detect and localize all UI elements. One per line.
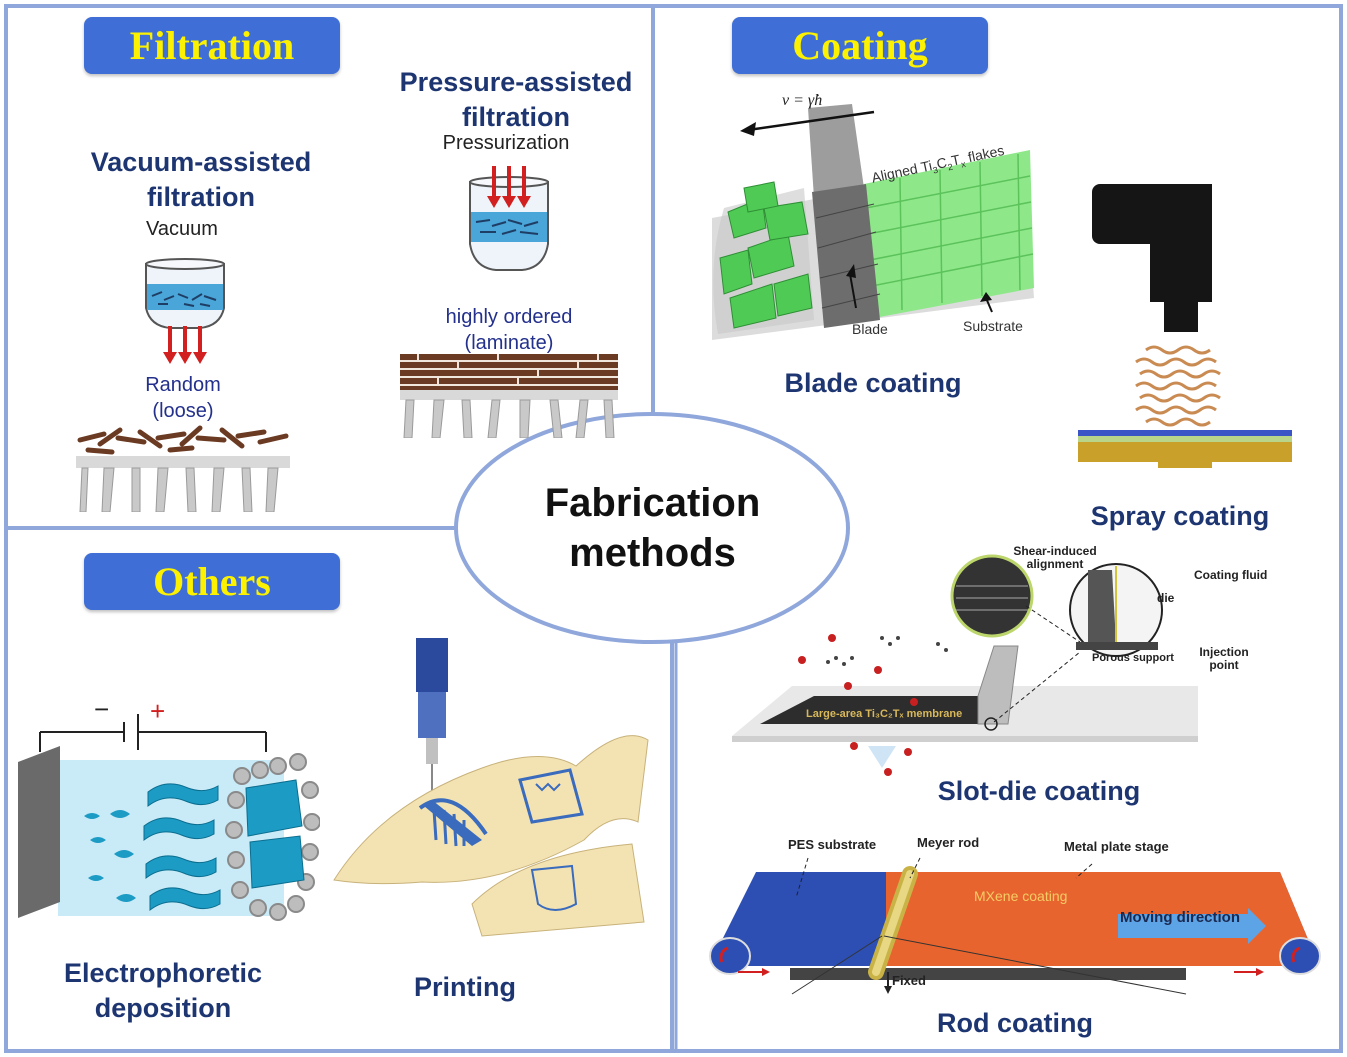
electrophoretic-deposition-illustration (18, 714, 320, 921)
substrate-tag: Substrate (963, 318, 1023, 334)
vacuum-title-line2: filtration (147, 182, 255, 212)
electrophoretic-label: Electrophoretic deposition (40, 956, 286, 1026)
others-banner-text: Others (153, 559, 271, 604)
vacuum-result-line2: (loose) (152, 400, 214, 422)
moving-direction-label: Moving direction (1120, 909, 1240, 926)
blade-coating-illustration (712, 104, 1034, 340)
pressure-title-line1: Pressure-assisted (399, 67, 633, 97)
porous-support-label: Porous support (1092, 652, 1174, 664)
pressure-result: highly ordered (laminate) (420, 304, 598, 356)
vacuum-caption: Vacuum (146, 218, 218, 240)
center-ellipse (454, 412, 850, 644)
vacuum-filtration-title: Vacuum-assisted filtration (70, 145, 332, 215)
minus-sign: − (94, 694, 110, 724)
vacuum-funnel-icon (145, 258, 225, 364)
printing-label: Printing (414, 972, 516, 1002)
fixed-label: Fixed (892, 973, 926, 988)
shear-line2: alignment (1026, 557, 1084, 571)
membrane-label: Large-area Ti₃C₂Tₓ membrane (806, 708, 963, 720)
spray-coating-illustration (1078, 184, 1292, 468)
die-label: die (1157, 591, 1175, 605)
filtration-banner-text: Filtration (129, 23, 295, 68)
blade-tag: Blade (852, 321, 888, 337)
blade-coating-label: Blade coating (784, 368, 962, 398)
rod-coating-label: Rod coating (937, 1008, 1093, 1038)
center-title-line2: methods (569, 531, 736, 575)
shear-alignment-label: Shear-induced alignment (1012, 545, 1098, 571)
injection-point-label: Injection point (1198, 646, 1250, 672)
laminate-membrane-icon (400, 354, 618, 438)
pressure-title-line2: filtration (462, 102, 570, 132)
metal-plate-label: Metal plate stage (1064, 839, 1169, 854)
blade-formula: v = γ̇h (782, 92, 823, 109)
pressure-filtration-title: Pressure-assisted filtration (382, 65, 650, 135)
pressure-funnel-icon (469, 166, 549, 271)
slot-die-coating-illustration (732, 554, 1198, 776)
electrophoretic-line2: deposition (94, 993, 232, 1023)
random-loose-membrane-icon (76, 425, 290, 512)
meyer-rod-label: Meyer rod (917, 835, 980, 850)
pressure-result-line2: (laminate) (464, 332, 554, 354)
center-title: Fabrication methods (490, 478, 815, 578)
coating-banner: Coating (732, 17, 988, 74)
slot-die-coating-label: Slot-die coating (937, 776, 1141, 806)
plus-sign: + (150, 696, 166, 726)
pes-substrate-label: PES substrate (788, 837, 877, 852)
shear-line1: Shear-induced (1013, 544, 1097, 558)
pressure-caption: Pressurization (442, 132, 570, 154)
rod-coating-illustration (709, 857, 1321, 995)
mxene-coating-label: MXene coating (974, 888, 1068, 904)
vacuum-title-line1: Vacuum-assisted (90, 147, 312, 177)
electrophoretic-line1: Electrophoretic (63, 958, 263, 988)
others-banner: Others (84, 553, 340, 610)
spray-coating-label: Spray coating (1090, 501, 1270, 531)
injection-line1: Injection (1199, 645, 1249, 659)
filtration-banner: Filtration (84, 17, 340, 74)
injection-line2: point (1209, 658, 1239, 672)
coating-fluid-label: Coating fluid (1194, 568, 1268, 582)
center-title-line1: Fabrication (544, 481, 761, 525)
vacuum-result-line1: Random (145, 374, 221, 396)
printing-illustration (333, 638, 649, 937)
vacuum-result: Random (loose) (110, 372, 256, 424)
pressure-result-line1: highly ordered (445, 306, 573, 328)
coating-banner-text: Coating (792, 23, 928, 68)
